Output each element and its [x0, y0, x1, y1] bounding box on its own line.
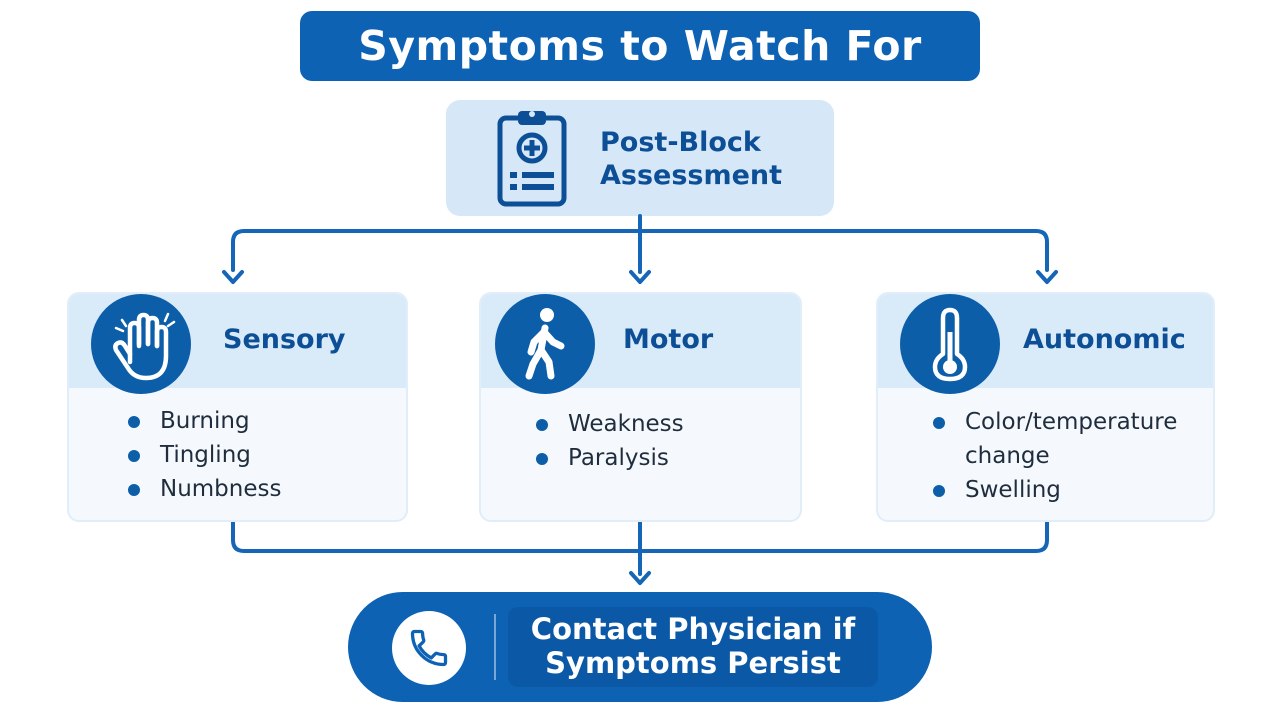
card-title: Motor	[623, 324, 714, 355]
walking-person-icon	[495, 294, 595, 394]
card-title: Autonomic	[1023, 324, 1186, 355]
start-node-label-line1: Post-Block	[600, 127, 761, 158]
list-item: Numbness	[128, 472, 281, 506]
clipboard-medical-icon	[496, 108, 568, 212]
symptom-list: Color/temperature change Swelling	[933, 405, 1203, 507]
list-item: Weakness	[536, 407, 684, 441]
card-title: Sensory	[223, 324, 346, 355]
category-card-motor: Motor Weakness Paralysis	[479, 292, 802, 522]
title-banner: Symptoms to Watch For	[300, 11, 980, 81]
symptom-list: Burning Tingling Numbness	[128, 404, 281, 506]
divider	[494, 614, 496, 680]
list-item: Tingling	[128, 438, 281, 472]
phone-icon	[392, 611, 466, 685]
end-node-label-line1: Contact Physician if	[530, 612, 856, 646]
end-node-label-line2: Symptoms Persist	[545, 646, 841, 680]
start-node: Post-Block Assessment	[446, 100, 834, 216]
diagram-title: Symptoms to Watch For	[358, 22, 922, 70]
list-item: Paralysis	[536, 441, 684, 475]
thermometer-icon	[900, 294, 1000, 394]
symptom-list: Weakness Paralysis	[536, 407, 684, 475]
list-item: Swelling	[933, 473, 1203, 507]
category-card-autonomic: Autonomic Color/temperature change Swell…	[876, 292, 1215, 522]
category-card-sensory: Sensory Burning Tingling Numbness	[67, 292, 408, 522]
end-node-panel	[508, 607, 878, 687]
end-node: Contact Physician if Symptoms Persist	[348, 592, 932, 702]
end-node-label: Contact Physician if Symptoms Persist	[508, 612, 878, 680]
raised-hand-icon	[91, 294, 191, 394]
start-node-label: Post-Block Assessment	[600, 126, 830, 192]
list-item: Burning	[128, 404, 281, 438]
start-node-label-line2: Assessment	[600, 160, 783, 191]
list-item: Color/temperature change	[933, 405, 1203, 473]
